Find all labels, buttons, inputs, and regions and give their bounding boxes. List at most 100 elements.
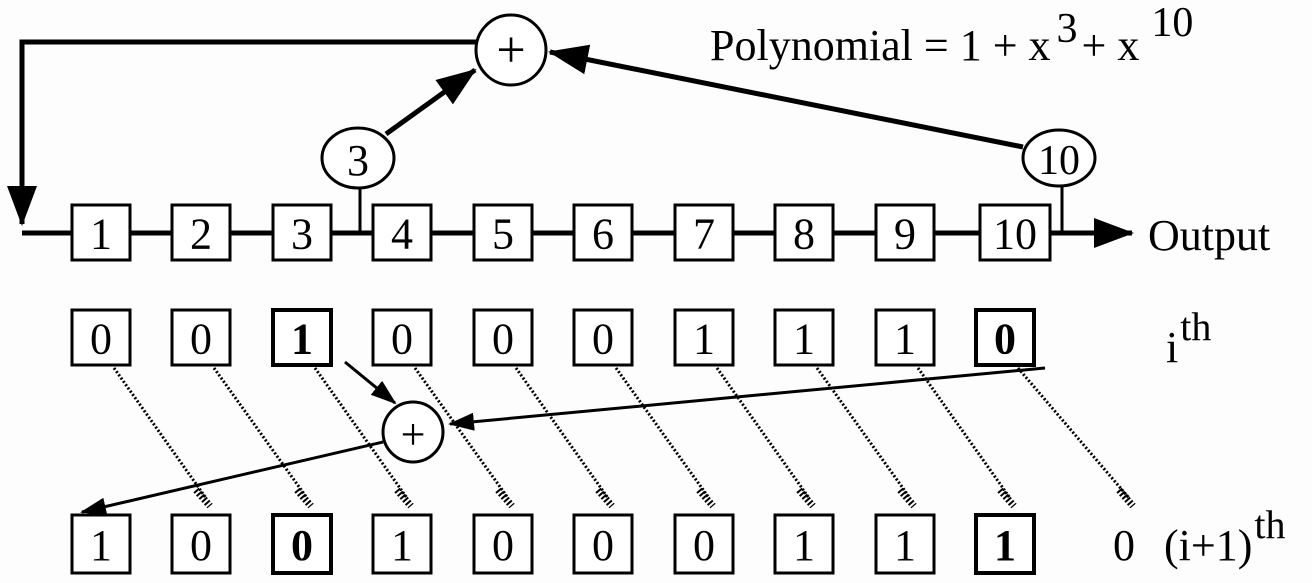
state-i1-bit-1-box <box>70 513 132 575</box>
state-i-bit-3: 1 <box>271 308 333 367</box>
register-cell-3: 3 <box>271 203 333 262</box>
xor-input-from-bit10 <box>448 366 1046 431</box>
register-cell-8-value: 8 <box>793 209 815 258</box>
state-i1-bit-1: 1 <box>70 513 132 575</box>
state-xor: + <box>80 360 1046 516</box>
register-cell-2-box <box>170 203 232 262</box>
register-cell-3-box <box>271 203 333 262</box>
state-i-bit-10-value: 0 <box>994 314 1016 363</box>
state-i-bit-4-value: 0 <box>391 314 413 363</box>
state-i-bit-3-box <box>271 308 333 367</box>
shift-line-2 <box>212 367 309 499</box>
shifted-out-bit: 0 <box>1113 521 1135 570</box>
xor-circle-middle <box>381 400 445 464</box>
state-i1-bit-7: 0 <box>673 513 735 575</box>
state-i-bit-2-box <box>170 308 232 367</box>
shift-line-end-4 <box>495 487 515 509</box>
state-i1-bit-3-value: 0 <box>291 521 313 570</box>
register-cell-8: 8 <box>773 203 835 262</box>
shift-line-8 <box>815 367 912 499</box>
shift-line-end-9 <box>997 487 1017 509</box>
shift-line-end-1 <box>193 487 213 509</box>
tap10-label: 10 <box>1038 138 1080 184</box>
shift-line-end-8 <box>897 487 917 509</box>
state-i1-bit-5: 0 <box>472 513 534 575</box>
state-i-bit-3-value: 1 <box>291 314 313 363</box>
xor-symbol-top: + <box>496 22 525 79</box>
state-i1-bit-5-box <box>472 513 534 575</box>
state-i1-bit-8: 1 <box>773 513 835 575</box>
state-i1-bit-10-box <box>974 513 1036 575</box>
register-cell-1: 1 <box>70 203 132 262</box>
register-cell-5-value: 5 <box>492 209 514 258</box>
shift-line-7 <box>715 367 811 499</box>
tap10-arrow <box>548 44 1024 150</box>
register-cell-10-value: 10 <box>993 209 1037 258</box>
tap3-label: 3 <box>347 136 369 185</box>
tap3-circle <box>320 126 396 190</box>
shift-line-end-10 <box>1116 487 1136 509</box>
state-i-bit-2: 0 <box>170 308 232 367</box>
state-i-bit-1: 0 <box>70 308 132 367</box>
shift-line-end-3 <box>394 487 414 509</box>
state-i-bit-5-value: 0 <box>492 314 514 363</box>
feedback-wire <box>7 39 476 226</box>
state-i-bit-6-value: 0 <box>592 314 614 363</box>
state-i1-bit-2-box <box>170 513 232 575</box>
state-i-bit-6-box <box>572 308 634 367</box>
state-i1-bit-2: 0 <box>170 513 232 575</box>
shift-line-end-2 <box>294 487 314 509</box>
register-cell-1-value: 1 <box>90 209 112 258</box>
register-cell-8-box <box>773 203 835 262</box>
state-i-bit-1-box <box>70 308 132 367</box>
state-i-bit-9-box <box>874 308 936 367</box>
state-i1-bit-4: 1 <box>371 513 433 575</box>
register-cell-7-box <box>673 203 735 262</box>
state-i-label: ith <box>1166 304 1211 372</box>
state-i1-bit-9-value: 1 <box>894 521 916 570</box>
state-i-bit-8: 1 <box>773 308 835 367</box>
state-i1-bit-6-box <box>572 513 634 575</box>
register-cell-6-value: 6 <box>592 209 614 258</box>
register-cell-9: 9 <box>874 203 936 262</box>
shift-line-end-6 <box>696 487 716 509</box>
register-cell-5: 5 <box>472 203 534 262</box>
register-cell-6: 6 <box>572 203 634 262</box>
register-cell-10: 10 <box>978 203 1052 262</box>
register-cell-4: 4 <box>371 203 433 262</box>
state-i1-bit-10-value: 1 <box>994 521 1016 570</box>
state-i-bit-8-value: 1 <box>793 314 815 363</box>
shift-line-6 <box>614 367 711 499</box>
state-i-bit-4: 0 <box>371 308 433 367</box>
tap10-circle <box>1021 128 1097 188</box>
state-i-bit-7: 1 <box>673 308 735 367</box>
state-i1-bit-6: 0 <box>572 513 634 575</box>
register-cell-10-box <box>978 203 1052 262</box>
state-i1-bit-7-box <box>673 513 735 575</box>
state-i1-bit-2-value: 0 <box>190 521 212 570</box>
state-i1-bit-9-box <box>874 513 936 575</box>
xor-input-from-bit3 <box>344 360 397 405</box>
register-cell-4-box <box>371 203 433 262</box>
shift-line-4 <box>413 367 510 499</box>
state-i-bit-6: 0 <box>572 308 634 367</box>
state-i-bit-9-value: 1 <box>894 314 916 363</box>
state-i1-bit-5-value: 0 <box>492 521 514 570</box>
state-i1-bit-1-value: 1 <box>90 521 112 570</box>
state-i-bit-5-box <box>472 308 534 367</box>
state-i1-bit-3: 0 <box>271 513 333 575</box>
shift-line-5 <box>514 367 610 499</box>
state-i-bit-4-box <box>371 308 433 367</box>
state-i1-bit-3-box <box>271 513 333 575</box>
register-cell-9-value: 9 <box>894 209 916 258</box>
register-cell-3-value: 3 <box>291 209 313 258</box>
register-cell-7: 7 <box>673 203 735 262</box>
xor-circle-top <box>474 13 548 87</box>
